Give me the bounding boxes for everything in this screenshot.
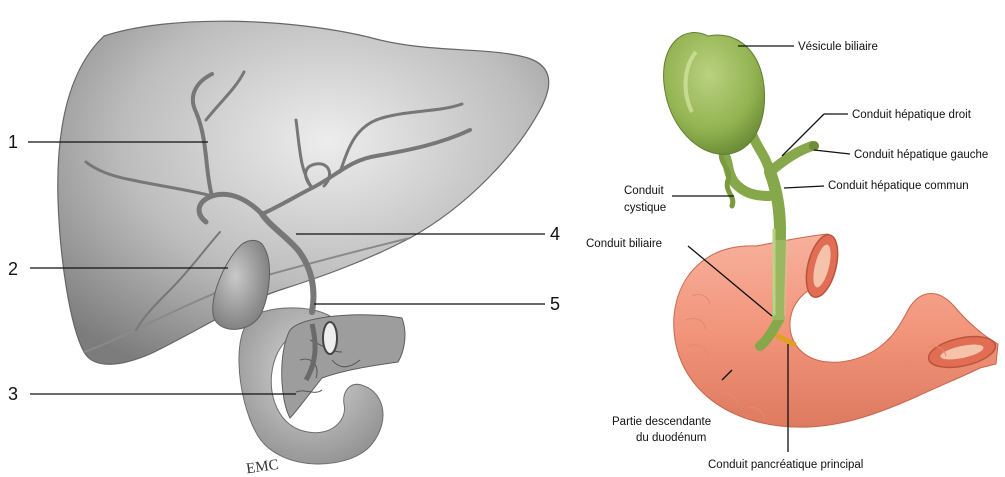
emc-signature: EMC	[245, 457, 279, 477]
callout-1: 1	[8, 132, 18, 152]
label-conduit-hepatique-commun: Conduit hépatique commun	[828, 180, 969, 192]
callout-4: 4	[550, 224, 560, 244]
label-vesicule-biliaire: Vésicule biliaire	[798, 41, 878, 53]
callout-2: 2	[8, 259, 18, 279]
label-conduit-cystique-line1: Conduit	[624, 185, 664, 197]
label-conduit-cystique-line2: cystique	[624, 202, 666, 214]
biliary-tree-illustration: Vésicule biliaire Conduit hépatique droi…	[560, 0, 1005, 477]
label-conduit-pancreatique-principal: Conduit pancréatique principal	[708, 459, 863, 471]
duodenum-pancreas-gray: EMC	[239, 308, 405, 477]
biliary-tree-panel: Vésicule biliaire Conduit hépatique droi…	[560, 0, 1005, 477]
label-conduit-hepatique-droit: Conduit hépatique droit	[852, 109, 972, 121]
callout-3: 3	[8, 384, 18, 404]
label-partie-descendante-line1: Partie descendante	[612, 416, 711, 428]
callout-5: 5	[550, 294, 560, 314]
gallbladder	[664, 33, 765, 155]
label-conduit-biliaire: Conduit biliaire	[586, 238, 662, 250]
liver-illustration: EMC 1 2 3 4 5	[0, 0, 560, 477]
label-conduit-hepatique-gauche: Conduit hépatique gauche	[854, 149, 988, 161]
liver-illustration-panel: EMC 1 2 3 4 5	[0, 0, 560, 477]
label-partie-descendante-line2: du duodénum	[636, 432, 706, 444]
duodenum	[674, 232, 998, 428]
